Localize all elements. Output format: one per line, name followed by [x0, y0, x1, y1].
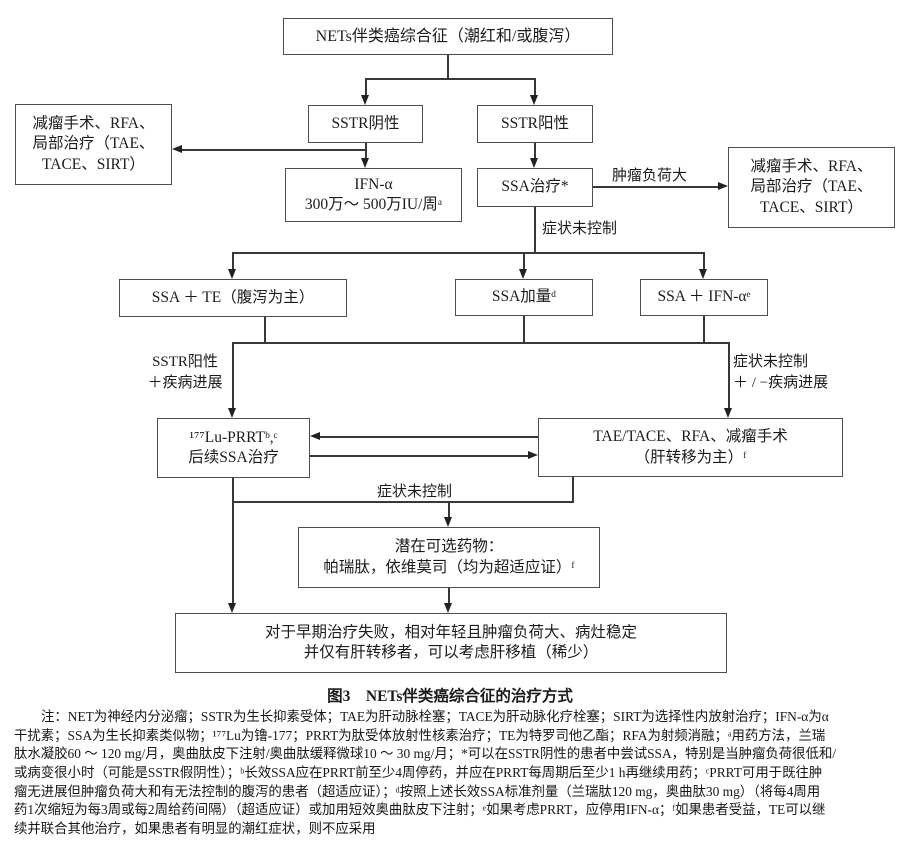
- connector-line: [233, 342, 730, 344]
- arrow-head-right: [718, 182, 728, 190]
- connector-line: [534, 207, 536, 253]
- edge-label-tumor-burden: 肿瘤负荷大: [612, 168, 688, 184]
- connector-line: [534, 143, 536, 159]
- connector-line: [703, 316, 705, 344]
- connector-line: [447, 55, 449, 79]
- node-ssa-dose-increase: SSA加量ᵈ: [455, 279, 593, 316]
- node-nets-syndrome: NETs伴类癌综合征（潮红和/或腹泻）: [283, 18, 613, 55]
- connector-line: [523, 252, 525, 270]
- connector-line: [572, 477, 574, 503]
- edge-label-symptoms-uncontrolled-bottom: 症状未控制: [377, 484, 453, 500]
- connector-line: [448, 501, 450, 518]
- arrow-head-left: [172, 145, 182, 153]
- arrow-head-down: [530, 95, 538, 105]
- arrow-head-down: [228, 269, 236, 279]
- node-ssa-therapy: SSA治疗*: [477, 168, 593, 207]
- connector-line: [365, 143, 367, 151]
- figure-notes: 注：NET为神经内分泌瘤；SSTR为生长抑素受体；TAE为肝动脉栓塞；TACE为…: [14, 708, 890, 838]
- arrow-head-right: [528, 451, 538, 459]
- note-line: 瘤无进展但肿瘤负荷大和有无法控制的腹泻的患者（超适应证）；ᵈ按照上述长效SSA标…: [14, 783, 821, 799]
- note-line: 注：NET为神经内分泌瘤；SSTR为生长抑素受体；TAE为肝动脉栓塞；TACE为…: [41, 709, 829, 724]
- connector-line: [182, 149, 366, 151]
- node-tae-tace-rfa: TAE/TACE、RFA、减瘤手术 （肝转移为主）ᶠ: [538, 418, 843, 477]
- connector-line: [448, 588, 450, 604]
- connector-line: [320, 436, 538, 438]
- connector-line: [366, 78, 536, 80]
- arrow-head-down: [444, 603, 452, 613]
- arrow-head-down: [724, 408, 732, 418]
- edge-label-sstr-pos-progression: SSTR阳性 ＋疾病进展: [147, 354, 223, 391]
- connector-line: [264, 317, 266, 344]
- connector-line: [232, 252, 234, 270]
- arrow-head-down: [519, 269, 527, 279]
- connector-line: [310, 455, 528, 457]
- connector-line: [523, 316, 525, 344]
- arrow-head-left: [310, 432, 320, 440]
- connector-line: [365, 143, 367, 159]
- node-debulking-left: 减瘤手术、RFA、 局部治疗（TAE、 TACE、SIRT）: [15, 104, 172, 185]
- connector-line: [365, 78, 367, 96]
- connector-line: [593, 186, 719, 188]
- note-line: 肽水凝胶60 ～ 120 mg/月，奥曲肽皮下注射/奥曲肽缓释微球10 ～ 30…: [14, 746, 837, 762]
- node-ssa-plus-te: SSA ＋ TE（腹泻为主）: [119, 279, 347, 317]
- note-line: 或病变很小时（可能是SSTR假阴性）；ᵇ长效SSA应在PRRT前至少4周停药，并…: [14, 764, 823, 780]
- node-lu177-prrt: ¹⁷⁷Lu-PRRTᵇ,ᶜ 后续SSA治疗: [157, 418, 310, 478]
- node-sstr-positive: SSTR阳性: [477, 105, 593, 143]
- arrow-head-down: [361, 95, 369, 105]
- connector-line: [703, 252, 705, 270]
- arrow-head-down: [444, 517, 452, 527]
- node-debulking-right: 减瘤手术、RFA、 局部治疗（TAE、 TACE、SIRT）: [728, 147, 895, 228]
- note-line: 续并联合其他治疗，如果患者有明显的潮红症状，则不应采用: [14, 820, 376, 836]
- node-liver-transplant: 对于早期治疗失败，相对年轻且肿瘤负荷大、病灶稳定 并仅有肝转移者，可以考虑肝移植…: [175, 613, 727, 673]
- note-line: 药1次缩短为每3周或每2周给药间隔）（超适应证）或加用短效奥曲肽皮下注射；ᵉ如果…: [14, 802, 826, 818]
- node-ifn-alpha: IFN-α 300万～ 500万IU/周ᵃ: [285, 168, 462, 222]
- figure-caption: 图3 NETs伴类癌综合征的治疗方式: [327, 688, 573, 705]
- node-sstr-negative: SSTR阴性: [308, 105, 423, 143]
- arrow-head-down: [699, 269, 707, 279]
- connector-line: [728, 342, 730, 408]
- connector-line: [534, 78, 536, 96]
- edge-label-symptoms-uncontrolled-top: 症状未控制: [542, 221, 618, 237]
- node-ssa-plus-ifn: SSA ＋ IFN-αᵉ: [640, 279, 768, 316]
- arrow-head-down: [228, 408, 236, 418]
- note-line: 干扰素；SSA为生长抑素类似物；¹⁷⁷Lu为镥-177；PRRT为肽受体放射性核…: [14, 727, 826, 743]
- arrow-head-down: [361, 158, 369, 168]
- connector-line: [232, 478, 234, 604]
- connector-line: [233, 252, 705, 254]
- edge-label-symptoms-progression: 症状未控制 ＋ / −疾病进展: [733, 354, 829, 391]
- node-potential-drugs: 潜在可选药物： 帕瑞肽，依维莫司（均为超适应证）ᶠ: [298, 527, 600, 588]
- connector-line: [232, 342, 234, 408]
- arrow-head-down: [228, 603, 236, 613]
- arrow-head-down: [530, 158, 538, 168]
- connector-line: [233, 501, 574, 503]
